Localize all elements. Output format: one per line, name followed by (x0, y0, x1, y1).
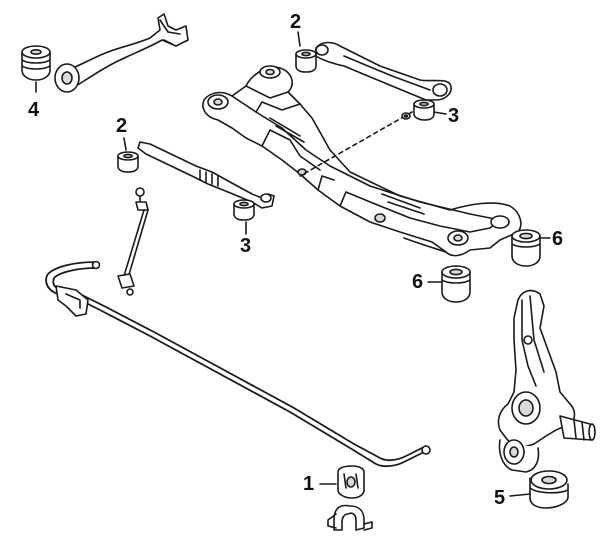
callout-2-top: 2 (290, 11, 302, 33)
callout-4: 4 (28, 99, 40, 121)
bush-6-right (511, 229, 541, 267)
leader-2-mid (123, 137, 127, 151)
leader-3-top (433, 111, 447, 115)
callout-1: 1 (303, 473, 315, 495)
middle-link-rod (137, 141, 275, 209)
stabilizer-bushing-1 (337, 465, 365, 499)
callout-2-mid: 2 (116, 115, 128, 137)
upper-control-arm (315, 41, 452, 101)
callout-5: 5 (494, 487, 506, 509)
bush-3-top (401, 99, 435, 121)
leader-5 (509, 493, 531, 497)
trailing-link (54, 13, 189, 93)
bush-5 (529, 470, 569, 509)
callout-6-right: 6 (552, 228, 564, 250)
stabilizer-bar (45, 260, 431, 468)
assembly-line (299, 111, 413, 177)
hub-carrier (497, 289, 596, 473)
stabilizer-clamp (327, 504, 373, 531)
leader-2-top (297, 31, 301, 47)
bush-6-bottom (441, 265, 471, 303)
callout-3-top: 3 (448, 105, 460, 127)
stabilizer-drop-link (117, 187, 149, 296)
bush-2-mid (117, 151, 139, 173)
callout-3-mid: 3 (240, 235, 252, 257)
bush-3-mid (233, 199, 255, 221)
bush-4 (21, 45, 51, 81)
bush-2-top (295, 49, 317, 73)
rear-subframe (202, 65, 522, 257)
callout-6-bottom: 6 (412, 271, 424, 293)
